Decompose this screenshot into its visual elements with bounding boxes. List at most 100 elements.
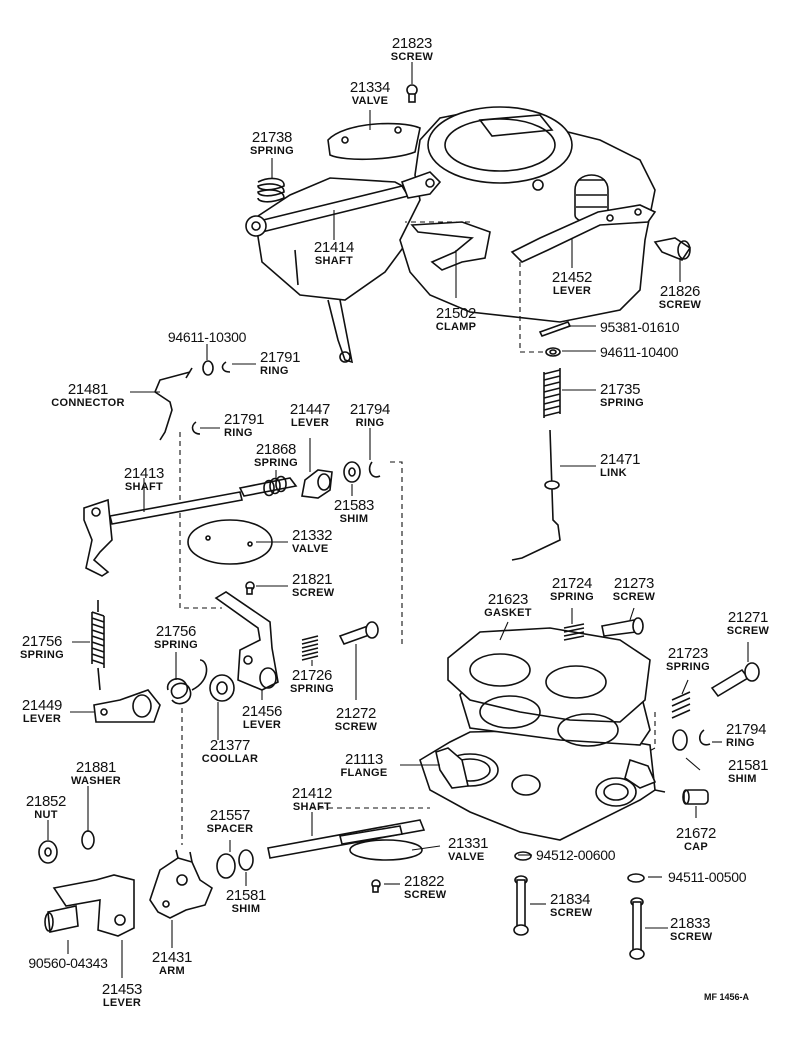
part-name: SHAFT (124, 481, 164, 493)
part-90560-label: 90560-04343 (28, 955, 108, 971)
part-name: RING (726, 737, 755, 749)
screw-21273-icon (601, 617, 644, 637)
part-number: 21868 (255, 441, 297, 458)
screw-21271-icon (710, 662, 760, 698)
spring-21868-icon (263, 475, 287, 497)
washer-94511-icon (627, 873, 645, 883)
part-name: LEVER (552, 285, 592, 297)
spring-21756-long-icon (91, 600, 105, 691)
part-94511-label: 94511-00500 (668, 870, 746, 884)
shaft-21412-icon (267, 819, 426, 859)
part-name: SHIM (339, 513, 369, 525)
part-number: 21272 (335, 705, 377, 722)
part-name: SCREW (612, 591, 656, 603)
part-name: CLAMP (435, 321, 477, 333)
part-number: 21823 (391, 35, 433, 52)
drawing-code: MF 1456-A (704, 992, 750, 1002)
part-number: 21826 (659, 283, 701, 300)
lever-21452-icon (510, 204, 657, 263)
part-number: 21623 (487, 591, 529, 608)
part-number: 21735 (600, 381, 641, 398)
part-name: VALVE (351, 95, 389, 107)
part-94611-10400-label: 94611-10400 (600, 345, 678, 359)
part-number: 21881 (75, 759, 117, 776)
spring-21726-icon (301, 635, 319, 661)
part-name: SPRING (290, 683, 334, 695)
part-number: 94611-10400 (600, 344, 679, 360)
part-name: SHAFT (292, 801, 332, 813)
part-name: VALVE (292, 543, 329, 555)
part-name: LINK (600, 467, 627, 479)
cap-21672-icon (682, 789, 709, 805)
part-95381-label: 95381-01610 (600, 320, 680, 334)
part-number: 21113 (345, 751, 383, 768)
part-number: 21452 (551, 269, 593, 286)
part-number: 21447 (289, 401, 331, 418)
washer-94611-10300-icon (202, 360, 214, 376)
part-name: SCREW (726, 625, 770, 637)
part-name: CAP (683, 841, 709, 853)
part-number: 21794 (726, 721, 767, 738)
part-name: SCREW (404, 889, 447, 901)
part-number: 90560-04343 (28, 955, 108, 971)
part-number: 21456 (241, 703, 283, 720)
leader-lines (47, 62, 749, 978)
part-number: 21852 (25, 793, 67, 810)
clamp-21502-icon (410, 221, 491, 271)
part-number: 21723 (667, 645, 709, 662)
part-name: NUT (34, 809, 58, 821)
part-name: SCREW (550, 907, 593, 919)
part-name: SCREW (334, 721, 378, 733)
part-number: 21791 (260, 349, 301, 366)
part-number: 21794 (349, 401, 391, 418)
part-name: CONNECTOR (51, 397, 125, 409)
ring-21794a-icon (368, 461, 381, 478)
washer-21881-icon (81, 830, 95, 850)
shaft-21414-icon (245, 171, 442, 237)
part-name: LEVER (102, 997, 142, 1009)
part-number: 21791 (224, 411, 265, 428)
part-number: 21334 (349, 79, 391, 96)
spring-21756-torsion-icon (166, 659, 208, 705)
part-name: ARM (159, 965, 185, 977)
screw-21823-icon (406, 84, 418, 103)
screw-21834-icon (513, 875, 529, 936)
lever-21449-icon (93, 689, 161, 723)
part-number: 21471 (600, 451, 641, 468)
part-number: 21412 (291, 785, 333, 802)
connector-21481-icon (154, 371, 191, 441)
part-name: SPRING (254, 457, 298, 469)
part-name: SCREW (670, 931, 713, 943)
part-name: LEVER (22, 713, 62, 725)
arm-21431-icon (149, 849, 213, 919)
lever-21453-icon (44, 874, 135, 937)
screw-21821-icon (245, 581, 255, 595)
part-number: 21331 (448, 835, 489, 852)
part-number: 21481 (67, 381, 109, 398)
